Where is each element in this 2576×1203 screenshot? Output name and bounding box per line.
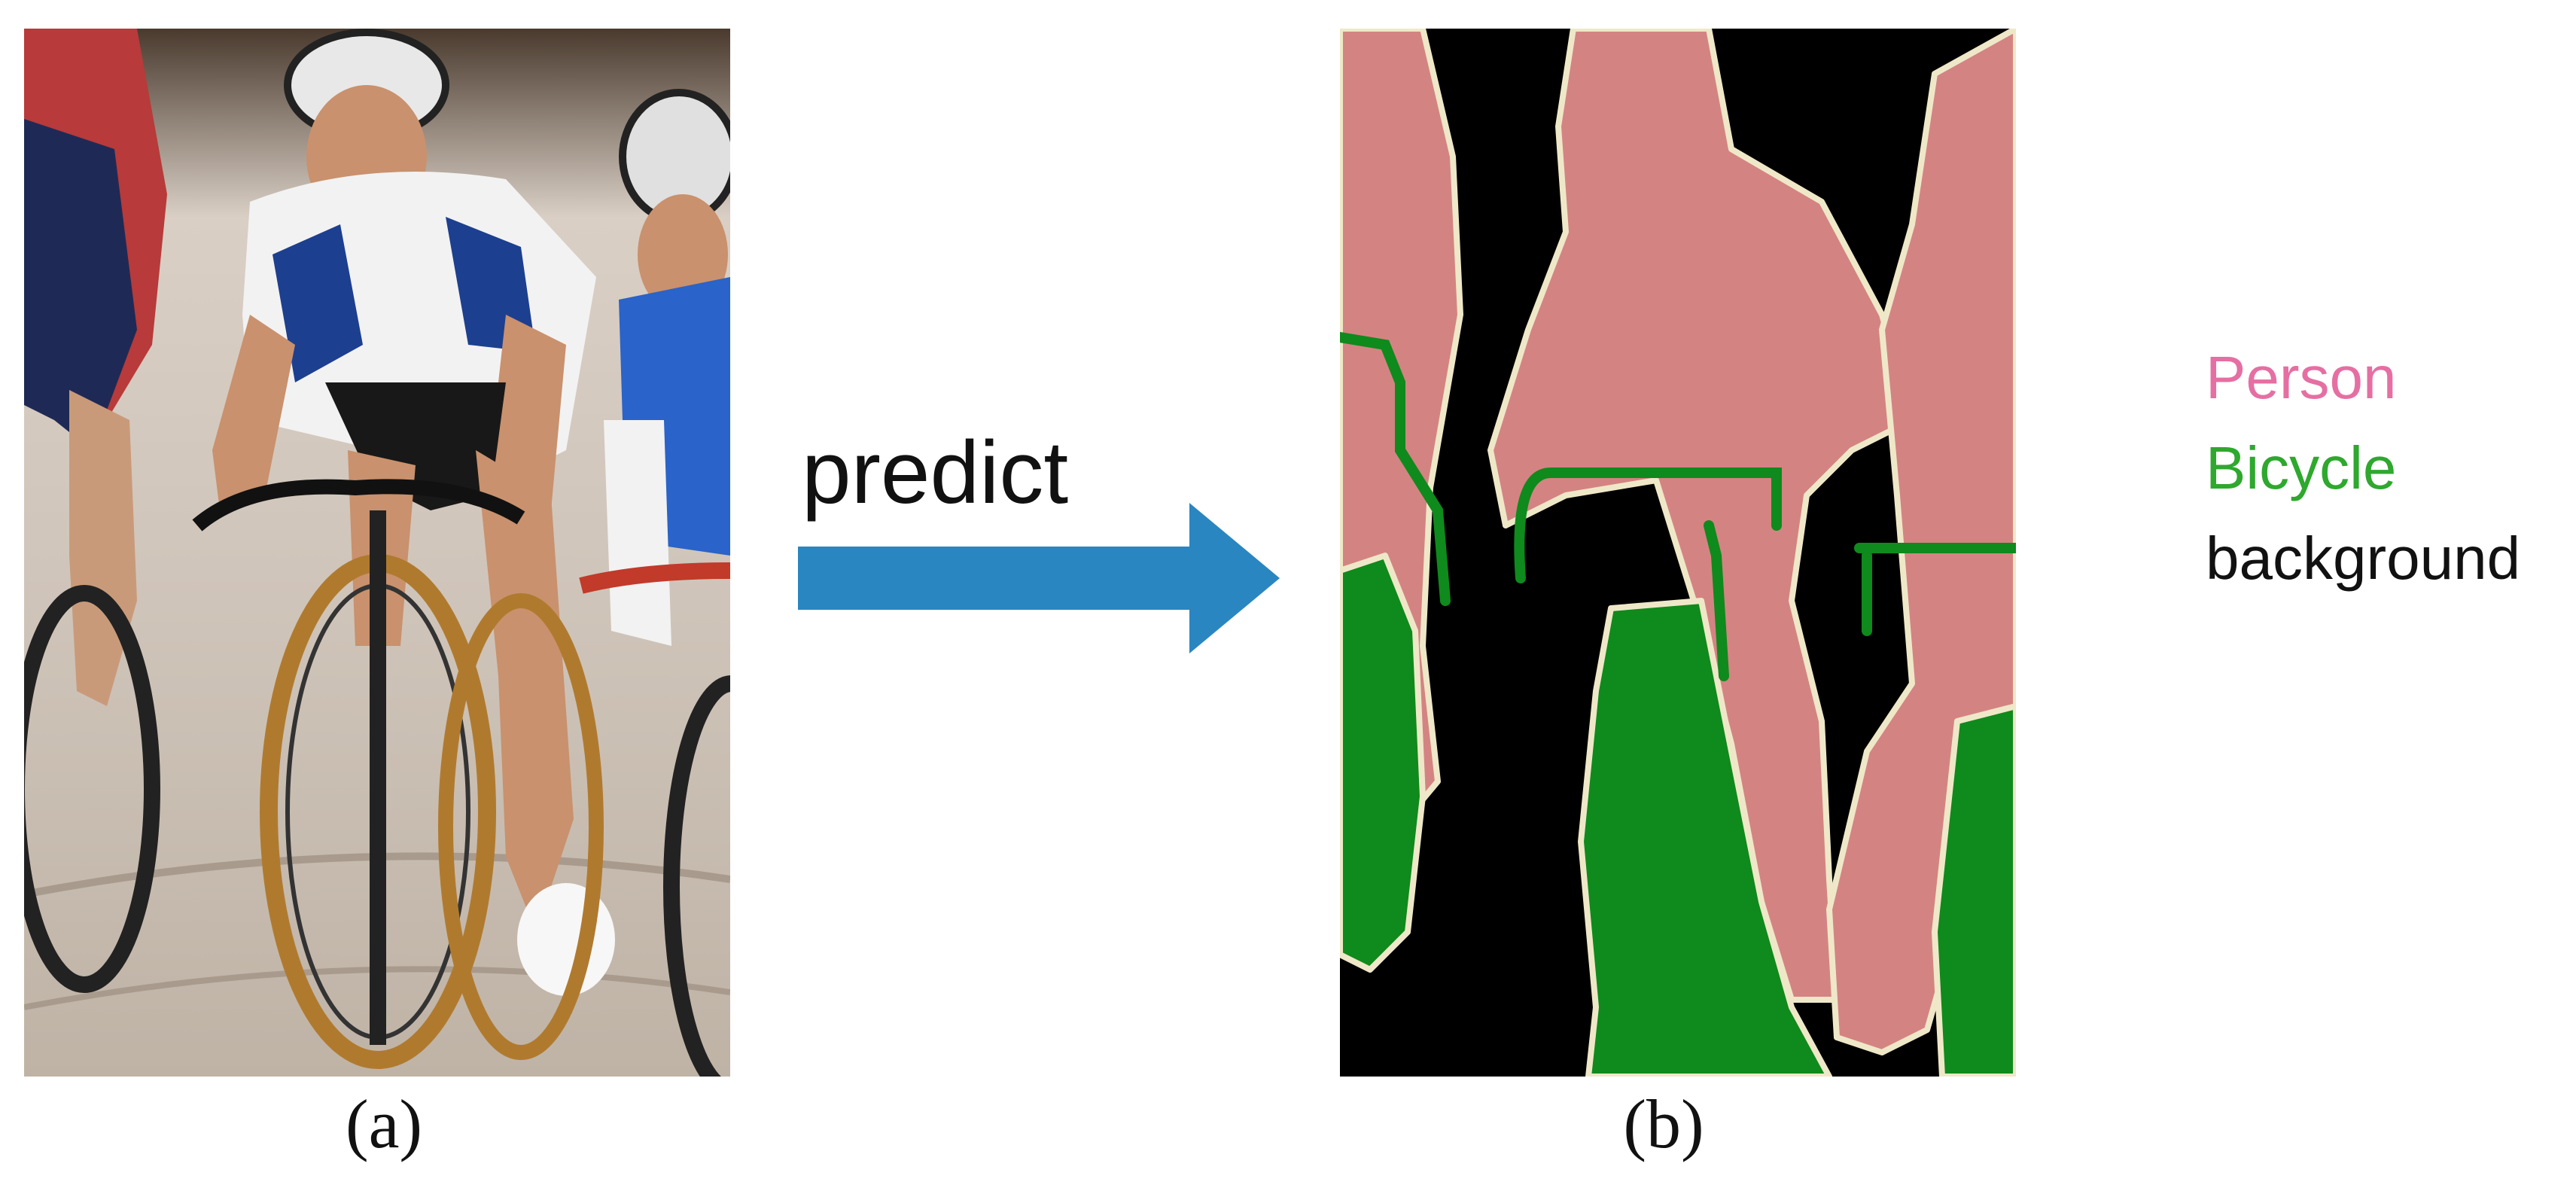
input-photo (24, 29, 730, 1077)
caption-b: (b) (1623, 1086, 1704, 1162)
predict-label: predict (802, 423, 1069, 522)
legend-bicycle: Bicycle (2206, 434, 2397, 501)
legend-person: Person (2206, 344, 2397, 411)
legend-background: background (2206, 525, 2521, 592)
segmentation-mask (1340, 29, 2016, 1077)
predict-arrow (798, 503, 1280, 653)
caption-a: (a) (345, 1086, 423, 1162)
